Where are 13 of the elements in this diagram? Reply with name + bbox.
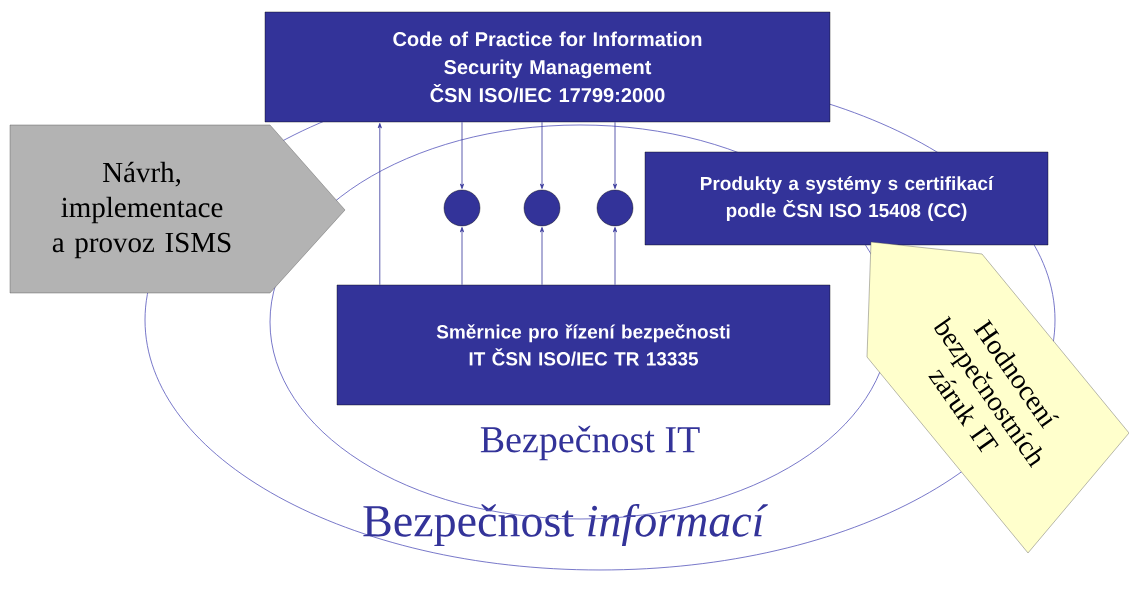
arrow — [377, 122, 382, 286]
arrow — [613, 227, 617, 286]
standard-box: Code of Practice for Information Security Management ČSN ISO/IEC 17799:2000 — [264, 11, 831, 123]
junction-circle — [523, 189, 561, 227]
arrow — [613, 121, 617, 189]
arrow — [540, 121, 544, 189]
arrow — [460, 121, 464, 189]
junction-circle — [443, 189, 481, 227]
arrow — [540, 227, 544, 286]
arrow — [460, 227, 464, 286]
junction-circle — [596, 189, 634, 227]
standard-box: Produkty a systémy s certifikací podle ČSN ISO 15408 (CC) — [644, 151, 1049, 246]
standard-box: Směrnice pro řízení bezpečnosti IT ČSN ISO/IEC TR 13335 — [336, 284, 831, 406]
